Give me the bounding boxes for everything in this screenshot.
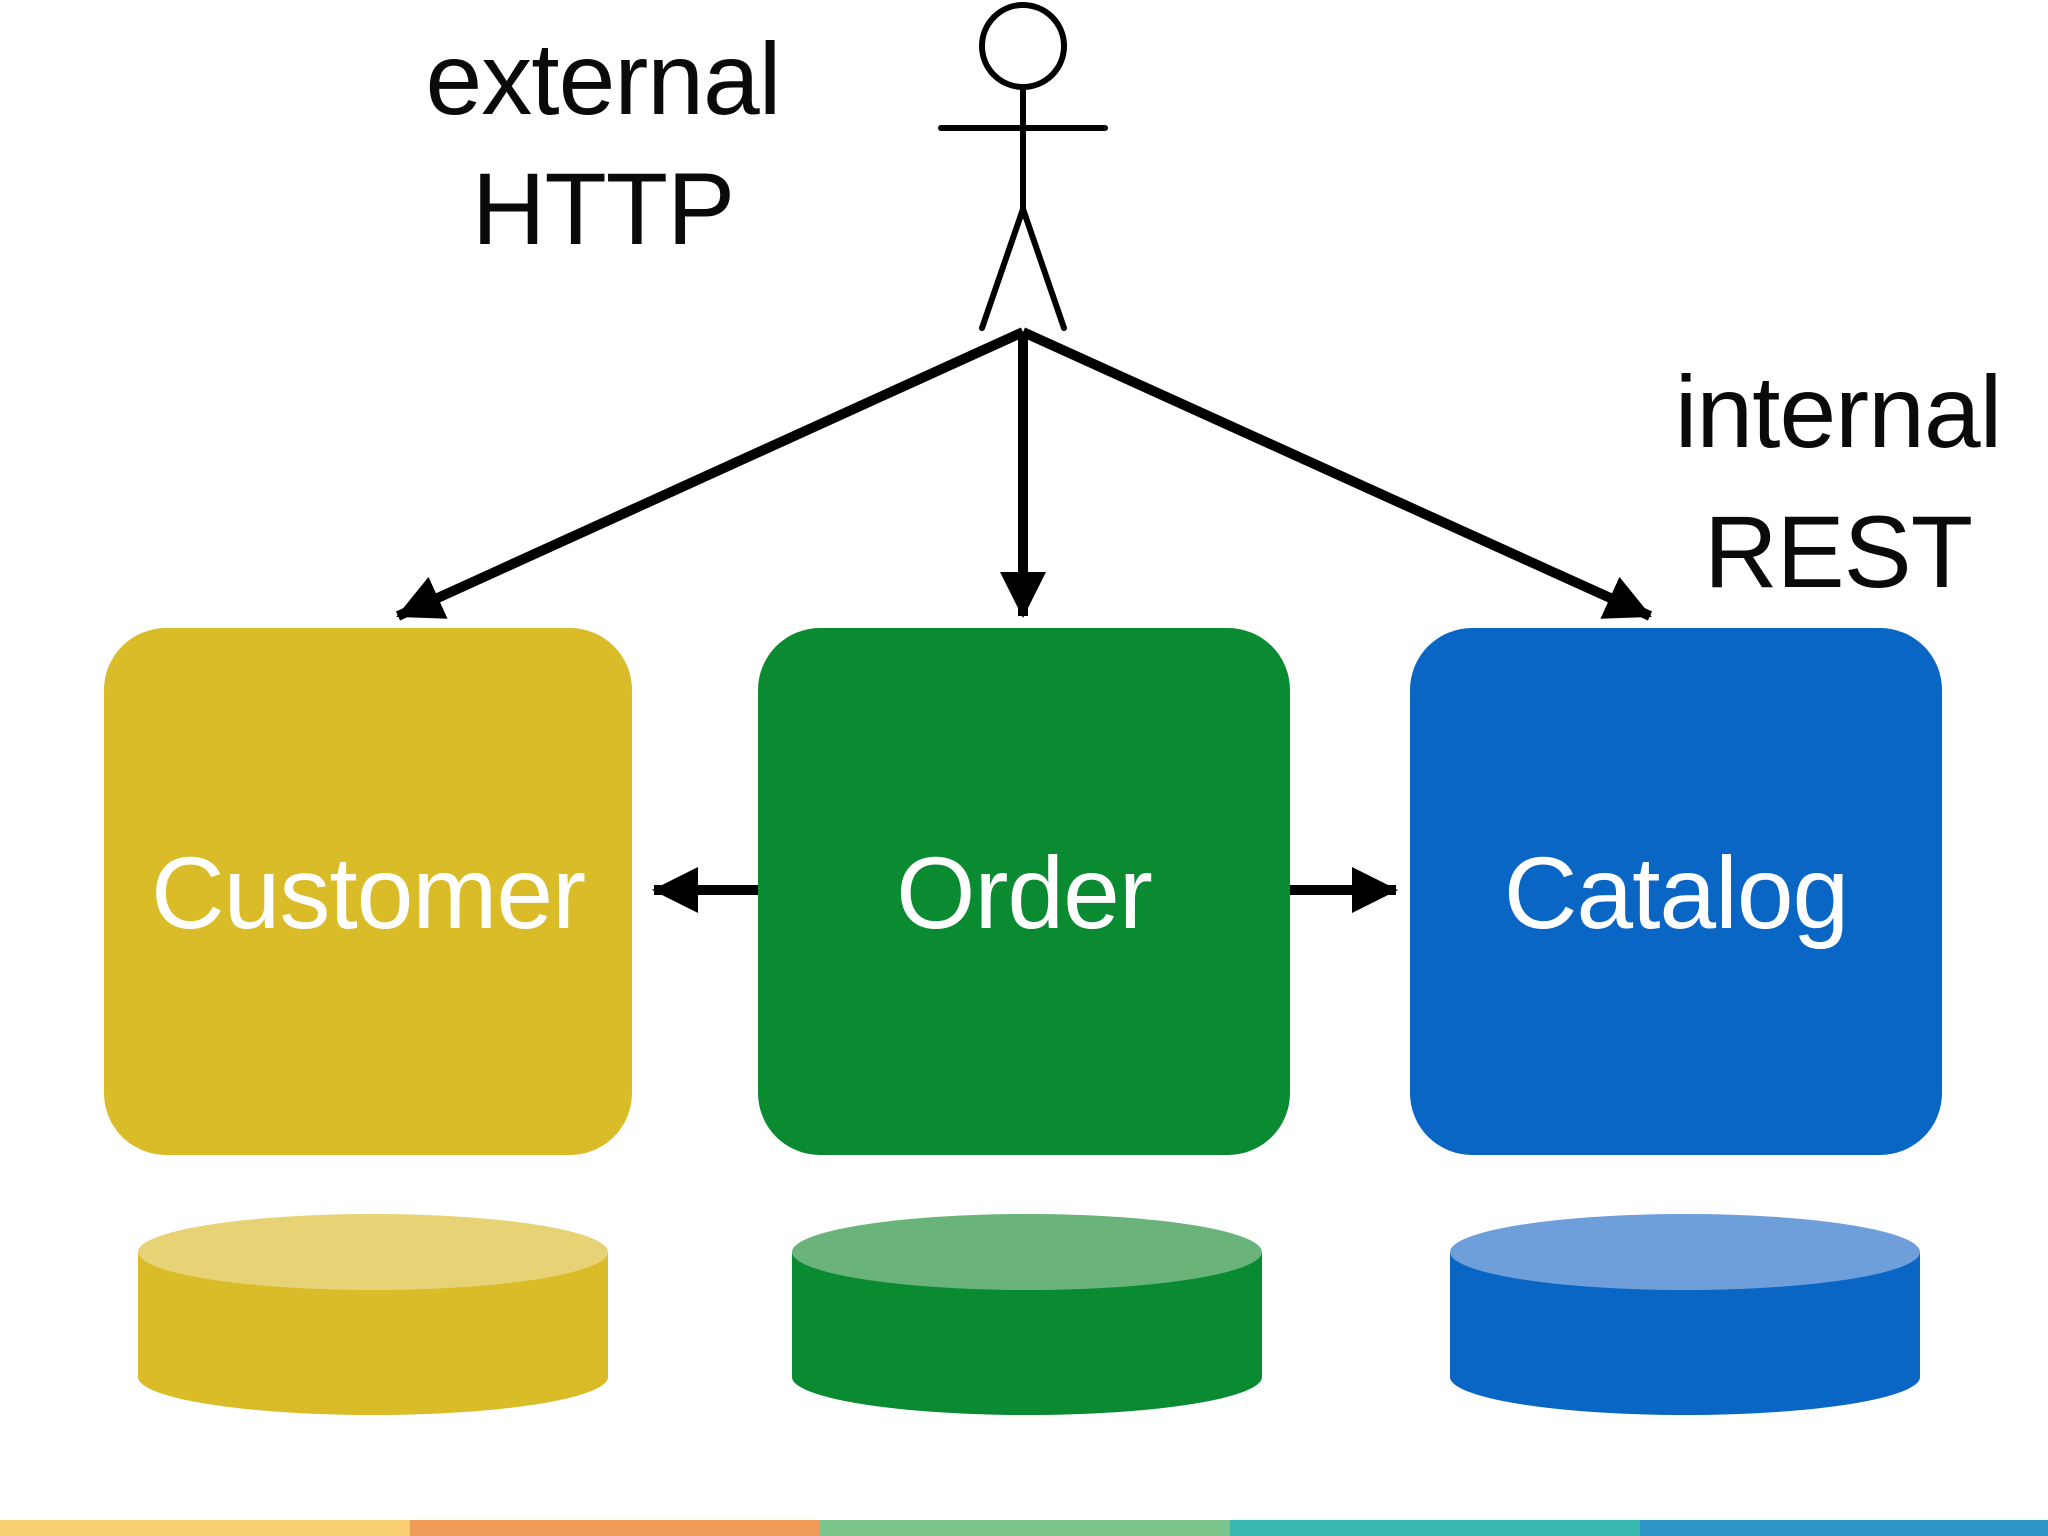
arrow-user-to-catalog [1020,327,1653,621]
database-top [792,1214,1262,1290]
service-box-catalog [1410,628,1942,1155]
internal-protocol-label-line1: internal [1675,355,2002,469]
actor-leg-right [1020,206,1067,331]
internal-protocol-label-line2: REST [1704,495,1972,609]
footer-stripe [0,1520,2048,1536]
footer-segment-5 [1640,1520,2048,1536]
database-body [1450,1252,1920,1415]
service-label-order: Order [896,836,1152,950]
database-body [792,1252,1262,1415]
footer-segment-3 [820,1520,1230,1536]
footer-segment-2 [410,1520,820,1536]
service-boxes: Customer Order Catalog [104,628,1942,1155]
footer-segment-4 [1230,1520,1640,1536]
database-top [1450,1214,1920,1290]
external-protocol-label-line2: HTTP [472,152,734,266]
external-protocol-label-line1: external [426,22,781,136]
database-top [138,1214,608,1290]
service-label-customer: Customer [151,836,585,950]
connection-arrows [395,327,1653,914]
database-body [138,1252,608,1415]
actor-leg-left [979,206,1026,331]
service-label-catalog: Catalog [1504,836,1849,950]
service-box-order [758,628,1290,1155]
arrow-user-to-customer [395,327,1026,621]
user-actor-icon [938,2,1108,331]
database-order [792,1214,1262,1415]
actor-head [979,2,1067,90]
footer-segment-1 [0,1520,410,1536]
database-cylinders [138,1214,1920,1415]
service-box-customer [104,628,632,1155]
database-catalog [1450,1214,1920,1415]
database-customer [138,1214,608,1415]
